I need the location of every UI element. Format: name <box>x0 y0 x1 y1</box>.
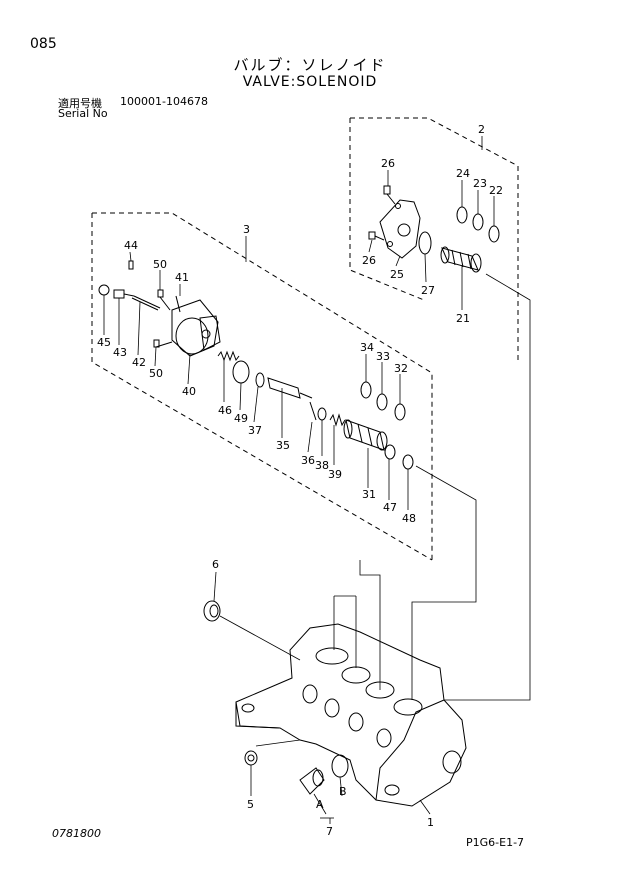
callout-34: 34 <box>360 341 374 354</box>
callout-25: 25 <box>390 268 404 281</box>
ring-part-47 <box>384 444 396 460</box>
callout-1: 1 <box>427 816 434 829</box>
ring-part-38 <box>317 407 327 421</box>
title-japanese: バルブ：ソレノイド <box>233 56 387 74</box>
callout-45: 45 <box>97 336 111 349</box>
callout-49: 49 <box>234 412 248 425</box>
callout-26b: 26 <box>362 254 376 267</box>
o-ring-part-24 <box>456 206 468 224</box>
assembly-guide-lines <box>219 273 531 747</box>
assembly-3-boundary <box>91 212 433 561</box>
callout-24: 24 <box>456 167 470 180</box>
callout-6: 6 <box>212 558 219 571</box>
serial-label-english: Serial No <box>58 107 108 120</box>
callout-22: 22 <box>489 184 503 197</box>
snap-ring-part-48 <box>402 454 414 470</box>
spring-part-39 <box>329 413 346 427</box>
serial-label-japanese: 適用号機 <box>58 97 102 110</box>
screw-part-26 <box>368 185 396 241</box>
callout-47: 47 <box>383 501 397 514</box>
leader-lines <box>103 136 495 824</box>
o-ring-part-27 <box>418 231 432 255</box>
callout-26a: 26 <box>381 157 395 170</box>
o-ring-part-33 <box>376 393 388 411</box>
assembly-2-boundary <box>349 117 519 362</box>
callout-40: 40 <box>182 385 196 398</box>
callout-2: 2 <box>478 123 485 136</box>
solenoid-coil-part-41 <box>171 295 221 357</box>
nut-part-45 <box>98 284 110 296</box>
cover-plate-part <box>379 199 421 259</box>
screw-part-50 <box>153 289 173 348</box>
plunger-part-35 <box>267 377 313 399</box>
callout-3: 3 <box>243 223 250 236</box>
callout-35: 35 <box>276 439 290 452</box>
serial-range: 100001-104678 <box>120 95 208 108</box>
callout-48: 48 <box>402 512 416 525</box>
washer-part-37 <box>255 372 265 388</box>
callout-50a: 50 <box>153 258 167 271</box>
callout-41: 41 <box>175 271 189 284</box>
o-ring-part-23 <box>472 213 484 231</box>
callout-21: 21 <box>456 312 470 325</box>
plug-part-5 <box>244 750 258 766</box>
page-reference: P1G6-E1-7 <box>466 836 525 849</box>
pin-part-44 <box>128 260 134 270</box>
callout-44: 44 <box>124 239 138 252</box>
callout-B: B <box>339 785 347 798</box>
o-ring-part-34 <box>360 381 372 399</box>
callout-38: 38 <box>315 459 329 472</box>
callout-36: 36 <box>301 454 315 467</box>
callout-46: 46 <box>218 404 232 417</box>
title-english: VALVE:SOLENOID <box>242 74 378 90</box>
o-ring-part-49 <box>232 360 250 384</box>
callout-labels: 2 26 24 23 22 26 25 27 21 3 44 50 41 45 … <box>97 123 503 838</box>
plug-part-6 <box>203 600 221 622</box>
callout-23: 23 <box>473 177 487 190</box>
callout-50b: 50 <box>149 367 163 380</box>
callout-37: 37 <box>248 424 262 437</box>
plug-part-7-a <box>299 767 325 795</box>
callout-31: 31 <box>362 488 376 501</box>
drawing-code: 0781800 <box>52 827 101 840</box>
callout-42: 42 <box>132 356 146 369</box>
callout-5: 5 <box>247 798 254 811</box>
callout-7: 7 <box>326 825 333 838</box>
callout-27: 27 <box>421 284 435 297</box>
pin-part-36 <box>309 401 317 421</box>
spring-part-46 <box>217 350 240 362</box>
valve-body-part-1 <box>235 623 467 807</box>
callout-A: A <box>316 798 324 811</box>
callout-33: 33 <box>376 350 390 363</box>
valve-spool-part-31 <box>343 419 388 451</box>
page-number: 085 <box>30 36 57 52</box>
adjuster-part-43 <box>113 289 135 299</box>
callout-32: 32 <box>394 362 408 375</box>
callout-43: 43 <box>113 346 127 359</box>
rod-part-42 <box>131 295 161 311</box>
o-ring-part-22 <box>488 225 500 243</box>
o-ring-part-32 <box>394 403 406 421</box>
spool-sleeve-part-21 <box>440 246 482 273</box>
callout-39: 39 <box>328 468 342 481</box>
